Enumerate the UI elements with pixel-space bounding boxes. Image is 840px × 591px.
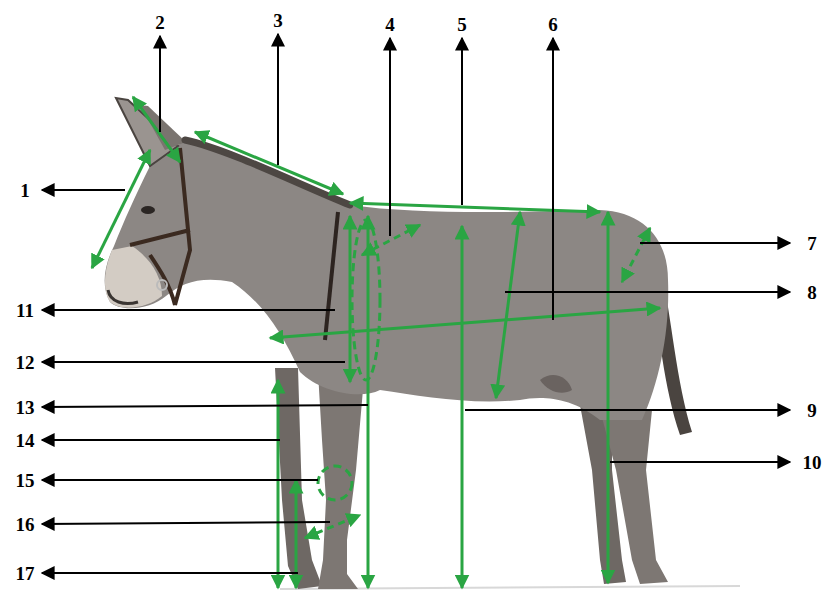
heart-girth	[352, 220, 380, 380]
sheath	[540, 375, 572, 393]
leader-line	[42, 479, 318, 481]
callout-number: 7	[807, 234, 817, 253]
ear-length	[133, 97, 180, 162]
measurement-lines	[92, 97, 660, 588]
leader-line	[42, 309, 335, 311]
halter-ring	[157, 280, 167, 290]
leader-line	[640, 242, 790, 244]
back-height	[461, 226, 464, 588]
ear	[140, 105, 186, 150]
head-length	[92, 150, 150, 268]
muzzle	[105, 246, 162, 308]
callout-number: 11	[16, 301, 34, 320]
leader-line	[505, 291, 790, 293]
callout-number: 10	[803, 453, 822, 472]
withers-height	[367, 216, 370, 588]
callout-number: 3	[273, 11, 283, 30]
leader-line	[42, 572, 298, 574]
leader-line	[42, 361, 345, 363]
callout-number: 8	[807, 283, 817, 302]
callout-leaders	[42, 34, 790, 573]
callout-number: 2	[155, 13, 165, 32]
callout-number: 15	[16, 471, 35, 490]
leader-line	[42, 439, 280, 441]
callout-number: 4	[385, 15, 395, 34]
back-length	[350, 203, 600, 212]
leader-line	[42, 522, 330, 524]
eye	[141, 206, 155, 214]
lead-strap	[325, 212, 338, 340]
hind-leg	[600, 410, 668, 584]
leader-line	[610, 461, 790, 463]
leader-line	[389, 38, 391, 236]
callout-number: 16	[16, 515, 35, 534]
rump-height	[607, 212, 610, 583]
belly-depth	[496, 212, 520, 398]
donkey-figure	[105, 98, 740, 589]
callout-number: 12	[16, 353, 35, 372]
neck-length	[195, 132, 343, 194]
leader-line	[42, 189, 125, 191]
callout-number: 17	[16, 564, 35, 583]
callout-number: 6	[548, 15, 558, 34]
leader-line	[552, 38, 554, 320]
callout-number: 5	[457, 15, 467, 34]
callout-number: 14	[16, 431, 35, 450]
leader-line	[465, 409, 790, 411]
leader-line	[277, 34, 279, 165]
leader-line	[42, 405, 368, 407]
chest-depth	[349, 216, 352, 382]
cannon-circumference	[305, 515, 360, 538]
knee-circumference	[318, 466, 352, 500]
callout-number: 9	[807, 401, 817, 420]
mane	[185, 140, 350, 205]
leader-line	[461, 38, 463, 205]
front-leg	[275, 368, 322, 589]
callout-number: 13	[16, 398, 35, 417]
leg-length	[277, 380, 280, 588]
rump-width	[622, 228, 650, 282]
callout-number: 1	[20, 181, 30, 200]
body-length	[270, 308, 660, 338]
donkey-body	[105, 140, 669, 420]
leader-line	[159, 36, 161, 132]
mouth	[108, 290, 138, 304]
knee-height	[295, 480, 298, 588]
